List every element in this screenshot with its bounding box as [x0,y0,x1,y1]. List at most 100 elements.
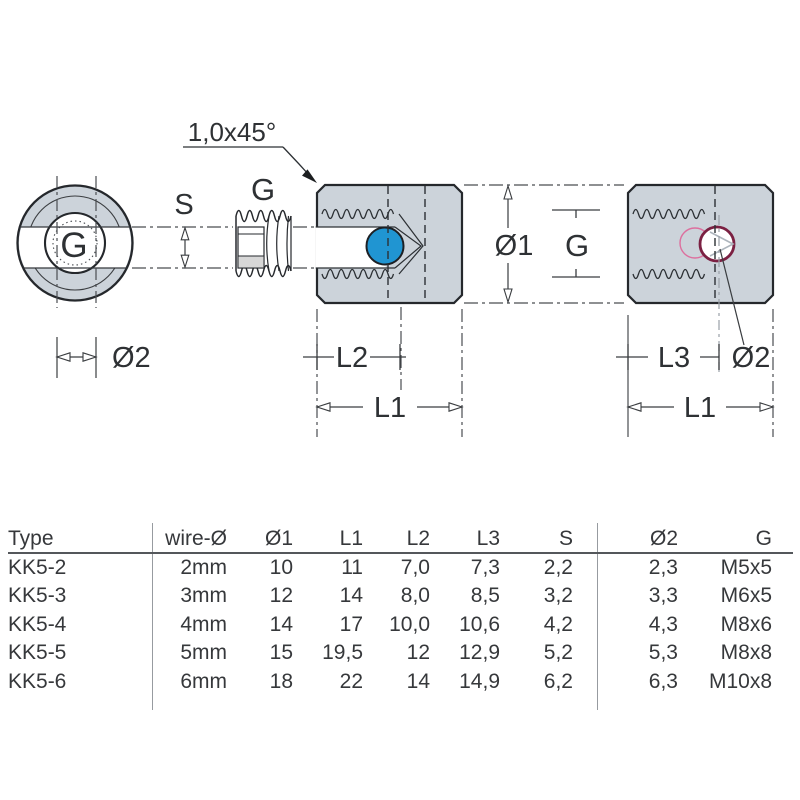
dim-s: S [174,189,194,270]
leader-arrowhead [302,169,317,183]
front-view-thread-circle [52,220,98,266]
table-cell: 4mm [180,613,227,636]
label-d2-front: Ø2 [112,342,151,374]
table-cell: 2,2 [543,556,573,579]
dim-d1: Ø1 [464,184,624,304]
slot-point-through-hole [709,231,735,257]
table-cell: 2,3 [648,556,678,579]
table-cell: 8,0 [400,584,430,607]
label-g-depth: G [565,228,589,263]
dim-d2-right: Ø2 [732,342,771,374]
table-cell: KK5-2 [8,556,67,579]
table-cell: 2mm [180,556,227,579]
wire-cross-section [365,226,405,266]
screw-thread-crest-top [235,209,292,223]
arrowhead [82,352,98,362]
table-cell: 22 [339,670,363,693]
table-cell: 3,3 [648,584,678,607]
table-cell: 10,6 [459,613,500,636]
table-cell: 14,9 [459,670,500,693]
arrowhead [315,402,331,412]
thread-end-point [398,213,424,275]
table-cell: M6x5 [720,584,772,607]
screw-socket-shade [237,255,265,269]
internal-thread-bottom [632,268,706,280]
thread-flank [276,215,280,272]
dim-l1-middle: L1 [315,392,464,424]
thread-flank [266,215,270,272]
table-cell: 19,5 [322,641,363,664]
table-cell: 10 [269,556,293,579]
arrowhead [759,402,775,412]
dim-l3: L3 [616,315,720,437]
label-l1-right: L1 [684,392,716,424]
dim-d2-front: Ø2 [55,337,151,378]
label-l3: L3 [658,342,690,374]
arrowhead [180,225,190,241]
slot-end-point [394,226,422,269]
label-chamfer: 1,0x45° [188,117,276,147]
table-cell: KK5-3 [8,584,67,607]
table-cell: 7,0 [400,556,430,579]
body-side-view [315,183,464,305]
spec-table: Type wire-Ø Ø1 L1 L2 L3 S Ø2 G KK5-2 2mm… [0,523,800,800]
table-cell: 18 [269,670,293,693]
label-l2: L2 [336,342,368,374]
table-divider [596,523,598,710]
table-divider [151,523,153,710]
dim-g-depth: G [552,209,600,278]
label-d2-right: Ø2 [732,342,771,374]
arrowhead [55,352,71,362]
label-g-front: G [60,226,87,265]
table-cell: 12 [406,641,430,664]
table-header-cell: L3 [476,527,500,550]
label-g-screw: G [251,172,275,207]
table-cell: 14 [406,670,430,693]
table-cell: 3mm [180,584,227,607]
table-cell: 12,9 [459,641,500,664]
internal-thread-top [321,208,395,220]
table-cell: 14 [339,584,363,607]
table-row: KK5-4 4mm 14 17 10,0 10,6 4,2 4,3 M8x6 [8,613,772,636]
set-screw-view: G [235,172,292,278]
arrowhead [503,288,513,304]
arrowhead [626,402,642,412]
table-row: KK5-5 5mm 15 19,5 12 12,9 5,2 5,3 M8x8 [8,641,772,664]
table-cell: M8x8 [720,641,772,664]
axis-lines [132,226,316,269]
front-view: G [16,176,134,308]
table-header-cell: Type [8,527,54,550]
dim-l2: L2 [303,307,463,437]
label-d1: Ø1 [495,230,534,262]
table-cell: 15 [269,641,293,664]
table-cell: M5x5 [720,556,772,579]
table-header-cell: G [755,527,772,550]
label-l1-middle: L1 [374,392,406,424]
dim-l1-right: L1 [626,309,775,437]
table-cell: 6,3 [648,670,678,693]
table-header-cell: Ø1 [264,527,293,550]
table-row: KK5-2 2mm 10 11 7,0 7,3 2,2 2,3 M5x5 [8,556,772,579]
table-cell: 5,2 [543,641,573,664]
table-cell: KK5-5 [8,641,67,664]
table-row: KK5-6 6mm 18 22 14 14,9 6,2 6,3 M10x8 [8,670,772,693]
table-cell: 3,2 [543,584,573,607]
table-cell: 10,0 [389,613,430,636]
table-cell: 14 [269,613,293,636]
wire-hole-outline [698,225,736,263]
table-header-cell: S [558,527,573,550]
table-header-cell: Ø2 [649,527,678,550]
table-cell: 6,2 [543,670,573,693]
table-header-rule [8,552,793,554]
table-cell: 4,3 [648,613,678,636]
chamfer-callout: 1,0x45° [183,117,317,183]
table-cell: KK5-6 [8,670,67,693]
table-row: KK5-3 3mm 12 14 8,0 8,5 3,2 3,3 M6x5 [8,584,772,607]
table-header-cell: wire-Ø [165,527,227,550]
table-cell: 11 [341,556,363,579]
arrowhead [180,254,190,270]
table-header-cell: L1 [339,527,363,550]
front-view-bore-circle [43,211,107,275]
table-cell: 8,5 [470,584,500,607]
